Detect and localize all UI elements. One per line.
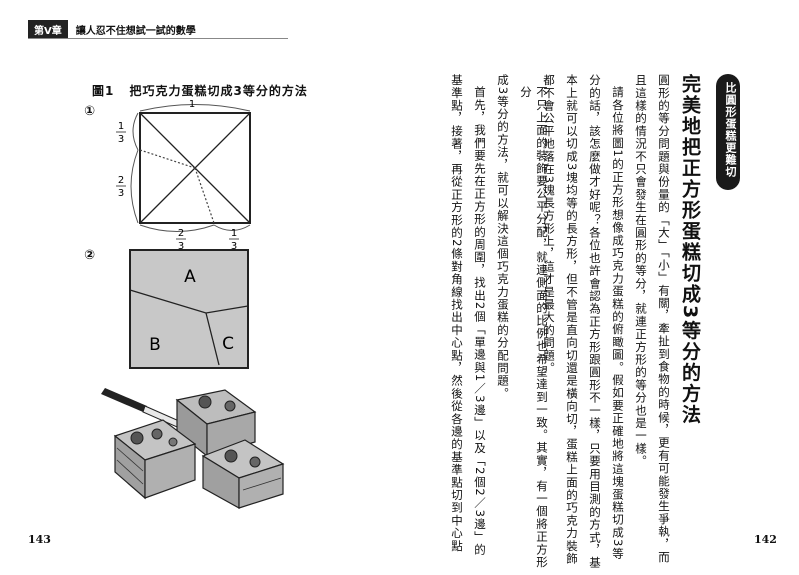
dimension-arc-bottom-1: [139, 224, 215, 232]
page-number-left: 143: [28, 533, 51, 546]
body-column-4: 分的話，該怎麼做才好呢？各位也許會認為正方形跟圓形不一樣，只要用目測的方式，基: [588, 74, 602, 570]
chapter-divider: [28, 38, 288, 39]
figure1-diagram: 1 1 3 2 3 2 3 1 3: [116, 99, 251, 252]
label-bottom-two-den: 3: [178, 241, 184, 252]
body-column-3: 請各位將圖1的正方形想像成巧克力蛋糕的俯瞰圖。假如要正確地將這塊蛋糕切成3等: [611, 86, 625, 561]
cake-slice-right: [201, 439, 285, 510]
body-column-6: 都不會公平地落在3塊長方形上，這才是最大的問題。: [542, 74, 556, 375]
label-left-one-den: 3: [118, 134, 124, 145]
square-cut-figures: 1 1 3 2 3 2 3 1 3 A B C: [116, 99, 251, 369]
label-left-two-den: 3: [118, 188, 124, 199]
region-label-a: A: [184, 267, 196, 287]
cake-slice-back: [175, 389, 257, 458]
label-left-two-num: 2: [118, 175, 124, 186]
chapter-title: 讓人忍不住想試一試的數學: [75, 26, 196, 37]
label-bottom-one-num: 1: [231, 228, 237, 239]
cake-square-outline: [139, 112, 251, 224]
cake-slices-illustration: [101, 388, 285, 510]
chapter-header: 第V章 讓人忍不住想試一試的數學: [28, 20, 196, 39]
body-column-7: 不只上面的裝飾要公平分配，就連側面的比例也希望達到一致。其實，有一個將正方形分: [519, 86, 549, 569]
figure1-marker: ①: [84, 104, 96, 119]
figure2-diagram: A B C: [129, 249, 249, 369]
body-column-1: 圓形的等分問題與份量的「大」「小」有關，牽扯到食物的時候，更有可能發生爭執，而: [657, 74, 671, 564]
body-column-9: 首先，我們要先在正方形的周圍，找出2個「單邊與1／3邊」以及「2個2／3邊」的: [473, 86, 487, 557]
body-column-5: 本上就可以切成3塊均等的長方形，但不管是直向切還是橫向切，蛋糕上面的巧克力裝飾: [565, 74, 579, 566]
chapter-badge: 第V章: [28, 20, 68, 39]
section-tab-background: [716, 74, 740, 190]
region-label-c: C: [222, 334, 234, 354]
cut-line-left: [139, 149, 196, 169]
label-bottom-two-num: 2: [178, 228, 184, 239]
label-left-one-num: 1: [118, 121, 124, 132]
dimension-arc-top: [139, 104, 251, 112]
cut-line-lower: [205, 312, 220, 366]
dimension-arc-bottom-2: [213, 224, 251, 231]
cut-line-bottom: [194, 167, 215, 224]
dimension-arc-left-2: [130, 149, 139, 224]
body-column-8: 成3等分的方法，就可以解決這個巧克力蛋糕的分配問題。: [496, 74, 510, 401]
figure2-marker: ②: [84, 248, 96, 263]
section-tab-label: 比圓形蛋糕更難切: [724, 82, 737, 178]
cake-slice-left: [113, 419, 197, 500]
figure-caption-label: 圖1: [92, 84, 115, 98]
region-label-b: B: [149, 335, 161, 355]
body-column-2: 且這樣的情況不只會發生在圓形的等分，就連正方形的等分也是一樣。: [634, 74, 648, 468]
label-bottom-one-den: 3: [231, 241, 237, 252]
label-top-one: 1: [189, 99, 195, 110]
dimension-arc-left-1: [132, 112, 139, 151]
figure-caption: 圖1 把巧克力蛋糕切成3等分的方法: [92, 82, 318, 99]
figure-caption-text: 把巧克力蛋糕切成3等分的方法: [129, 84, 308, 98]
page-number-right: 142: [754, 533, 777, 546]
page-headline: 完美地把正方形蛋糕切成3等分的方法: [679, 74, 701, 426]
body-column-10: 基準點，接著，再從正方形的2條對角線找出中心點，然後從各邊的基準點切到中心點: [450, 74, 464, 553]
